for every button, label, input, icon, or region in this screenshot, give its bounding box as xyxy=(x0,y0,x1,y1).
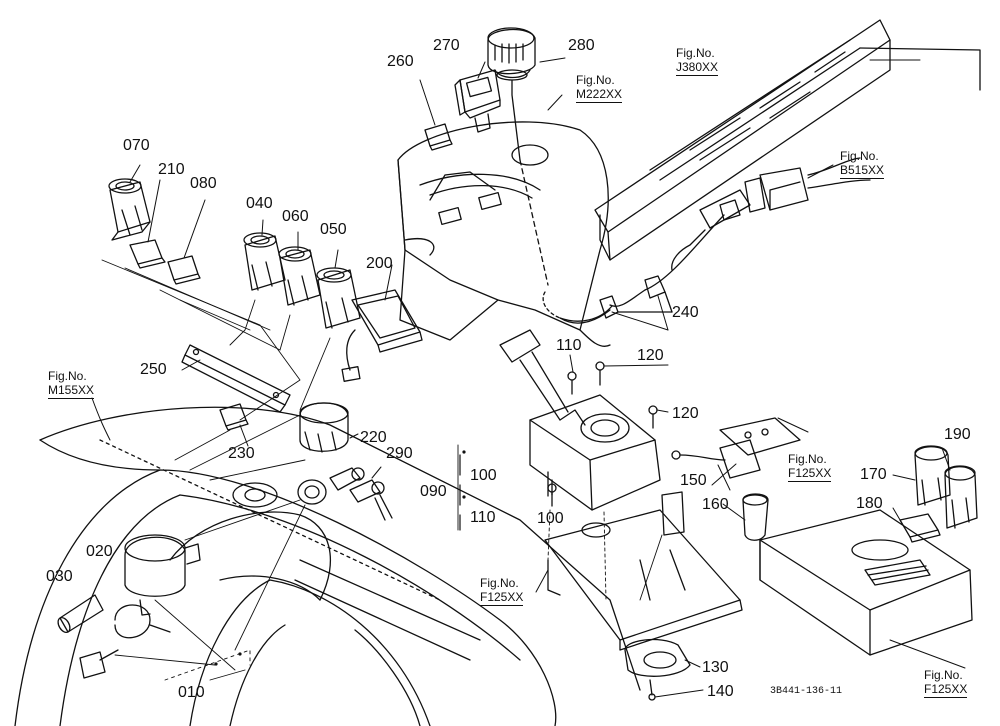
right-console xyxy=(759,509,973,656)
shift-lever xyxy=(499,329,569,421)
part-label-120-lower: 120 xyxy=(672,405,699,422)
cable-020 xyxy=(79,604,171,679)
socket-220 xyxy=(299,402,349,453)
keys-290 xyxy=(329,467,393,521)
part-label-010: 010 xyxy=(178,684,205,701)
figref-b515: Fig.No.B515XX xyxy=(840,149,885,179)
part-label-020: 020 xyxy=(86,543,113,560)
markers xyxy=(214,450,466,666)
part-230 xyxy=(219,403,249,431)
figref-j380: Fig.No.J380XX xyxy=(676,46,719,76)
reference-lines xyxy=(101,259,663,681)
knob-280 xyxy=(487,27,536,161)
part-label-230: 230 xyxy=(228,445,255,462)
console-panel xyxy=(397,121,611,347)
clamps-240 xyxy=(542,275,673,324)
part-label-050: 050 xyxy=(320,221,347,238)
switch-170 xyxy=(914,445,951,506)
part-label-280: 280 xyxy=(568,37,595,54)
figref-f125-lower: Fig.No.F125XX xyxy=(480,576,524,606)
part-label-290: 290 xyxy=(386,445,413,462)
leader-lines xyxy=(91,57,966,698)
rod-150 xyxy=(661,491,685,536)
part-210 xyxy=(129,239,166,269)
part-160 xyxy=(742,493,769,541)
ignition-cylinder xyxy=(297,479,327,505)
part-label-260: 260 xyxy=(387,53,414,70)
indicator-200 xyxy=(341,289,423,382)
part-label-190: 190 xyxy=(944,426,971,443)
part-label-110: 110 xyxy=(556,337,582,354)
part-label-240: 240 xyxy=(672,304,699,321)
switch-040 xyxy=(243,232,286,291)
part-label-070: 070 xyxy=(123,137,150,154)
part-label-080: 080 xyxy=(190,175,217,192)
part-label-220: 220 xyxy=(360,429,387,446)
drawing-code: 3B441-136-11 xyxy=(770,686,843,697)
part-label-250: 250 xyxy=(140,361,167,378)
tube-030 xyxy=(57,594,104,634)
part-130-140 xyxy=(624,638,691,701)
part-label-120-upper: 120 xyxy=(637,347,664,364)
part-label-140: 140 xyxy=(707,683,734,700)
switch-270 xyxy=(454,69,501,133)
base-plate xyxy=(544,509,743,651)
part-label-130: 130 xyxy=(702,659,729,676)
part-label-150: 150 xyxy=(680,472,707,489)
ignition-switch-010 xyxy=(124,534,201,616)
gear-box xyxy=(529,394,661,511)
switch-190 xyxy=(944,465,978,529)
switch-connector xyxy=(609,157,871,307)
part-180 xyxy=(899,513,941,543)
part-label-170: 170 xyxy=(860,466,887,483)
switch-070 xyxy=(108,178,151,241)
part-label-060: 060 xyxy=(282,208,309,225)
plate-f125-upper xyxy=(719,417,801,456)
part-label-270: 270 xyxy=(433,37,460,54)
part-label-110-group: 110 xyxy=(470,509,496,526)
switch-050 xyxy=(316,267,361,329)
frame-rail xyxy=(594,19,981,271)
part-label-180: 180 xyxy=(856,495,883,512)
cap-260 xyxy=(424,123,453,151)
figref-f125-right: Fig.No.F125XX xyxy=(924,668,968,698)
figref-m155: Fig.No.M155XX xyxy=(48,369,95,399)
part-label-090: 090 xyxy=(420,483,447,500)
part-label-210: 210 xyxy=(158,161,185,178)
dashboard-panel xyxy=(14,406,641,726)
figref-m222: Fig.No.M222XX xyxy=(576,73,623,103)
part-label-100: 100 xyxy=(537,510,564,527)
screws-120 xyxy=(547,361,658,507)
part-080 xyxy=(167,255,201,285)
switch-060 xyxy=(278,246,321,306)
figref-f125-middle: Fig.No.F125XX xyxy=(788,452,832,482)
part-label-100-group: 100 xyxy=(470,467,497,484)
bracket-250 xyxy=(181,344,291,413)
part-label-200: 200 xyxy=(366,255,393,272)
part-label-040: 040 xyxy=(246,195,273,212)
part-label-030: 030 xyxy=(46,568,73,585)
part-bracket-150 xyxy=(671,439,761,479)
part-label-160: 160 xyxy=(702,496,729,513)
